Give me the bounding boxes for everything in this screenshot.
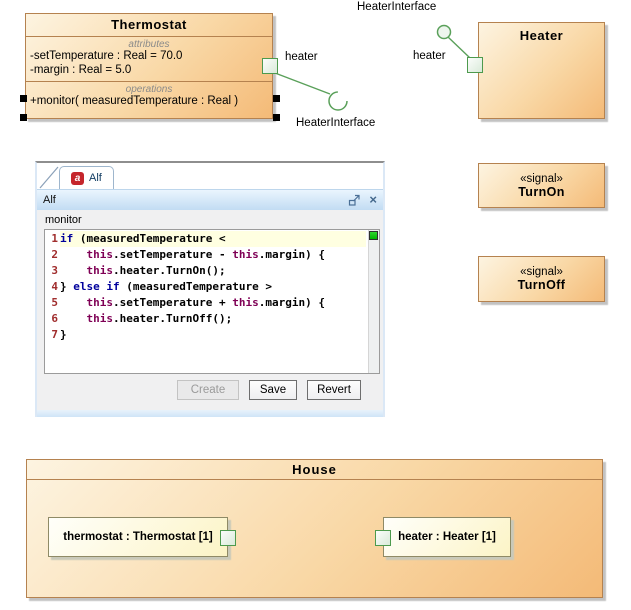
socket-icon — [328, 91, 348, 111]
provided-interface-label[interactable]: HeaterInterface — [357, 1, 437, 13]
restore-icon[interactable] — [348, 194, 361, 207]
code-lines[interactable]: if (measuredTemperature < this.setTemper… — [60, 231, 366, 343]
part-heater[interactable]: heater : Heater [1] — [383, 517, 511, 557]
tab-alf[interactable]: a Alf — [59, 166, 114, 189]
part-heater-label: heater : Heater [1] — [398, 531, 496, 543]
heater-port-label[interactable]: heater — [413, 50, 446, 62]
create-button[interactable]: Create — [177, 380, 239, 400]
required-interface-line — [274, 72, 331, 95]
selection-handle[interactable] — [20, 95, 27, 102]
thermostat-heater-port[interactable] — [262, 58, 278, 74]
operation-item[interactable]: +monitor( measuredTemperature : Real ) — [30, 95, 239, 107]
thermostat-attributes-compartment[interactable]: attributes -setTemperature : Real = 70.0… — [26, 36, 272, 81]
save-button[interactable]: Save — [249, 380, 297, 400]
required-interface-label[interactable]: HeaterInterface — [296, 117, 376, 129]
signal-name: TurnOff — [517, 278, 566, 292]
selection-handle[interactable] — [273, 114, 280, 121]
thermostat-title: Thermostat — [111, 17, 187, 32]
heater-title: Heater — [519, 28, 564, 43]
part-thermostat[interactable]: thermostat : Thermostat [1] — [48, 517, 228, 557]
ball-icon — [436, 24, 452, 40]
tab-alf-label: Alf — [89, 172, 102, 184]
annotation-ok-marker — [369, 231, 378, 240]
attribute-item[interactable]: -margin : Real = 5.0 — [30, 63, 132, 76]
operations-label: operations — [125, 84, 173, 95]
overview-ruler[interactable] — [368, 230, 379, 373]
view-title: Alf — [43, 194, 56, 206]
attribute-item[interactable]: -setTemperature : Real = 70.0 — [30, 50, 183, 62]
provided-interface-line — [447, 36, 471, 59]
selection-handle[interactable] — [20, 114, 27, 121]
attributes-label: attributes — [128, 39, 170, 50]
tab-folder-edge — [39, 166, 59, 189]
operation-name-label: monitor — [45, 214, 82, 226]
thermostat-port-label[interactable]: heater — [285, 51, 318, 63]
signal-turnon-node[interactable]: «signal» TurnOn — [478, 163, 605, 208]
alf-view-titlebar[interactable]: Alf × — [37, 189, 383, 210]
revert-button[interactable]: Revert — [307, 380, 361, 400]
thermostat-operations-compartment[interactable]: operations +monitor( measuredTemperature… — [26, 81, 272, 119]
close-icon[interactable]: × — [369, 192, 377, 207]
heater-port[interactable] — [467, 57, 483, 73]
thermostat-class-node[interactable]: Thermostat attributes -setTemperature : … — [25, 13, 273, 119]
alf-tab-bar[interactable]: a Alf — [37, 163, 383, 189]
signal-stereotype: «signal» — [520, 266, 563, 278]
house-title: House — [27, 460, 602, 480]
part-heater-port[interactable] — [375, 530, 391, 546]
panel-bottom-edge — [37, 410, 383, 417]
signal-turnoff-node[interactable]: «signal» TurnOff — [478, 256, 605, 302]
alf-file-icon: a — [71, 171, 84, 185]
signal-name: TurnOn — [518, 184, 565, 199]
heater-class-node[interactable]: Heater — [478, 22, 605, 119]
part-thermostat-label: thermostat : Thermostat [1] — [63, 531, 213, 543]
selection-handle[interactable] — [273, 95, 280, 102]
part-thermostat-port[interactable] — [220, 530, 236, 546]
signal-stereotype: «signal» — [520, 172, 563, 185]
